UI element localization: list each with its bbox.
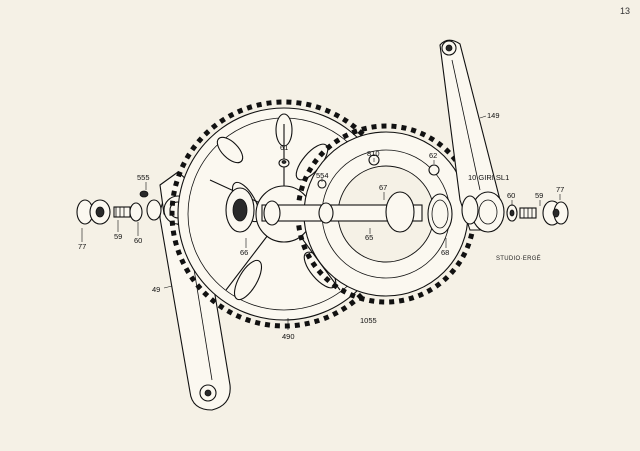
callout-65: 65: [365, 233, 373, 242]
callout-810: 810: [367, 149, 380, 158]
callout-62: 62: [429, 151, 437, 160]
callout-1055: 1055: [360, 316, 377, 325]
callout-61: 61: [280, 143, 288, 152]
bottom-bracket-spindle: [225, 187, 453, 235]
crank-arm-stamp: 10 GIRI SL1: [468, 173, 509, 182]
callout-60-right: 60: [507, 191, 515, 200]
callout-59-left: 59: [114, 232, 122, 241]
callout-555: 555: [137, 173, 150, 182]
callout-68: 68: [441, 248, 449, 257]
right-hardware: [506, 200, 569, 226]
left-hardware: [76, 190, 162, 225]
callout-59-right: 59: [535, 191, 543, 200]
page-number: 13: [619, 6, 630, 16]
studio-stamp: STUDIO·ERGÉ: [496, 256, 541, 262]
right-crank-arm: 10 GIRI SL1: [439, 39, 509, 233]
callout-554: 554: [316, 171, 329, 180]
callout-leaders: [81, 115, 561, 330]
callout-66: 66: [240, 248, 248, 257]
callout-77-left: 77: [78, 242, 86, 251]
chainring-bolts: [278, 154, 440, 189]
callout-labels: 77 59 60 555 49 61 66 554 490 810 62 67 …: [78, 111, 564, 341]
callout-490: 490: [282, 332, 295, 341]
callout-77-right: 77: [556, 185, 564, 194]
callout-149: 149: [487, 111, 500, 120]
callout-67: 67: [379, 183, 387, 192]
callout-60-left: 60: [134, 236, 142, 245]
callout-49: 49: [152, 285, 160, 294]
